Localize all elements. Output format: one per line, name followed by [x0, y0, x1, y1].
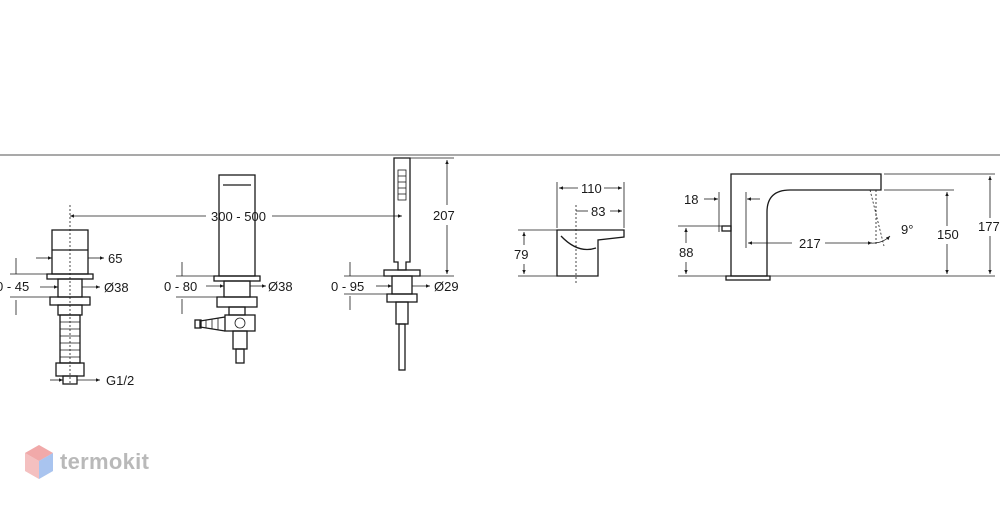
thread-label: G1/2	[106, 373, 134, 388]
spout-deck-label: 0 - 80	[164, 279, 197, 294]
hand-deck-label: 0 - 95	[331, 279, 364, 294]
hand-height-label: 207	[433, 208, 455, 223]
spout-side-dimensions: 18 88 217 9° 150 177	[678, 173, 1000, 277]
valve-deck-label: 0 - 45	[0, 279, 29, 294]
spout-body-dimensions: 0 - 80 Ø38	[164, 262, 293, 314]
valve-height-label: 65	[108, 251, 122, 266]
lever-height-label: 79	[514, 247, 528, 262]
valve-dia-label: Ø38	[104, 280, 129, 295]
outlet-height-label: 88	[679, 245, 693, 260]
shower-nozzle-dots	[397, 169, 407, 201]
body-height-label: 150	[937, 227, 959, 242]
termokit-logo: termokit	[24, 444, 149, 480]
reach-label: 217	[799, 236, 821, 251]
distance-dimension: 300 - 500	[70, 209, 402, 224]
hand-dia-label: Ø29	[434, 279, 459, 294]
outlet-top-label: 18	[684, 192, 698, 207]
logo-text: termokit	[60, 449, 150, 474]
total-height-label: 177	[978, 219, 1000, 234]
valve-dimensions: 65 0 - 45 Ø38 G1/2	[0, 251, 134, 388]
angle-label: 9°	[901, 222, 913, 237]
spout-dia-label: Ø38	[268, 279, 293, 294]
hand-shower-dimensions: 207 0 - 95 Ø29	[331, 157, 459, 310]
hexagon-logo-icon	[25, 445, 53, 479]
lever-dimensions: 110 83 79	[514, 181, 625, 277]
valve-drawing	[46, 205, 94, 385]
spout-body-drawing	[194, 174, 261, 364]
spout-side-view	[721, 173, 885, 281]
distance-label: 300 - 500	[211, 209, 266, 224]
hand-shower-drawing	[383, 157, 421, 371]
valve-thread-lines	[60, 321, 80, 358]
lever-width-label: 110	[581, 181, 602, 196]
lever-depth-label: 83	[591, 204, 605, 219]
